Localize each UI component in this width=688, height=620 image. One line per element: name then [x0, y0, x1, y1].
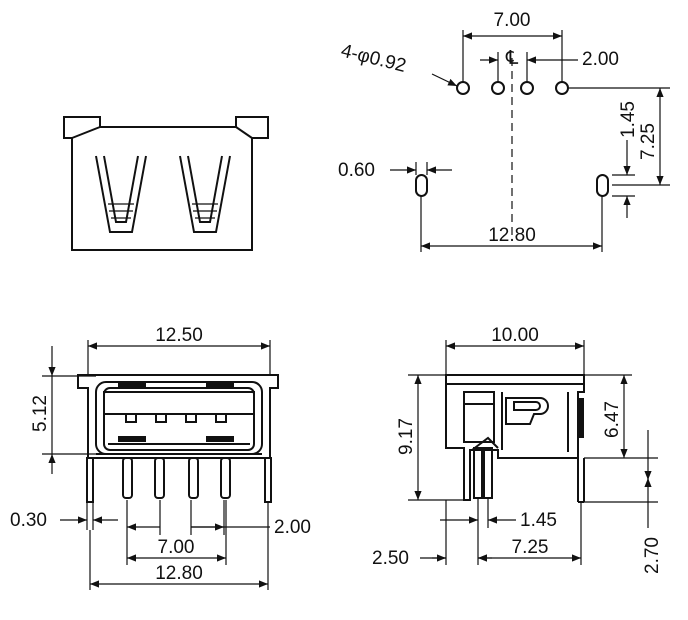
- dim-opening-height: 5.12: [30, 395, 51, 432]
- dim-pin-width: 0.30: [10, 510, 47, 531]
- dim-front-offset: 2.50: [372, 548, 409, 569]
- dim-slot-width: 0.60: [338, 160, 375, 181]
- dim-outer-pins: 7.00: [158, 537, 195, 558]
- dim-leg-length: 2.70: [642, 537, 663, 574]
- dim-pin-offset: 1.45: [520, 510, 557, 531]
- top-view-outline: [63, 116, 269, 251]
- dim-slot-span: 12.80: [488, 225, 536, 246]
- dim-pin-pitch: 2.00: [274, 517, 311, 538]
- front-view: 12.50 5.12 0.30 2.00 7.00 12.80: [10, 325, 311, 590]
- dim-row-offset: 1.45: [618, 101, 639, 138]
- dim-upper-height: 6.47: [602, 401, 623, 438]
- dim-shell-width: 12.50: [155, 325, 203, 346]
- dim-total-offset: 7.25: [638, 123, 659, 160]
- hole-note: 4-φ0.92: [339, 40, 408, 76]
- side-view: 10.00 9.17 6.47 1.45 2.50 7.25: [372, 325, 663, 574]
- dim-pitch-inner: 2.00: [582, 49, 619, 70]
- dim-leg-span: 12.80: [155, 563, 203, 584]
- dim-total-height: 9.17: [396, 418, 417, 455]
- dim-leg-offset: 7.25: [512, 537, 549, 558]
- centerline-symbol: ℄: [505, 48, 519, 69]
- hole-layout: 7.00 2.00 ℄ 4-φ0.92 7.25 1.45 0.60 1: [338, 10, 670, 252]
- dim-pitch-outer: 7.00: [494, 10, 531, 31]
- dim-body-length: 10.00: [491, 325, 539, 346]
